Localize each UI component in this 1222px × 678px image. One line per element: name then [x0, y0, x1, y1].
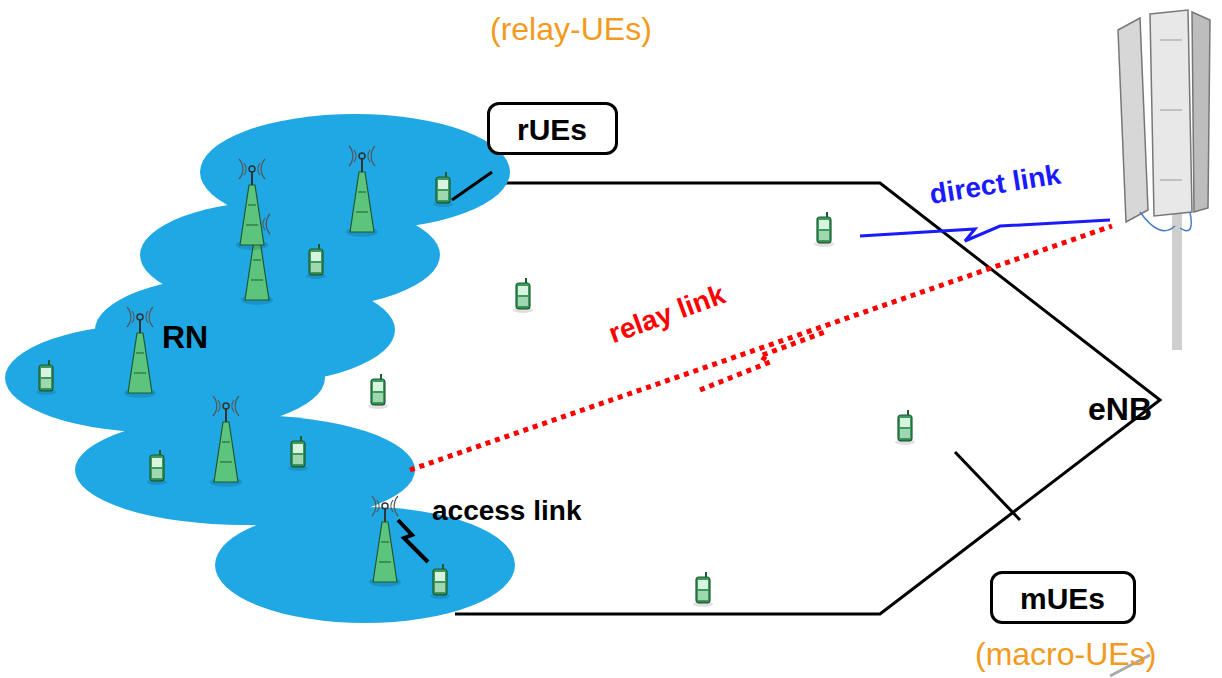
callout-pointer — [955, 452, 1020, 520]
callout-box: rUEs — [487, 102, 618, 155]
relay-link-zigzag — [700, 332, 825, 390]
relay-cells — [5, 114, 515, 623]
relay-node — [369, 496, 401, 587]
node-label: RN — [162, 320, 208, 355]
relay-node — [124, 307, 156, 398]
callout-text: rUEs — [517, 113, 588, 146]
user-equipment — [36, 172, 915, 607]
group-caption: (relay-UEs) — [490, 12, 652, 47]
group-caption: (macro-UEs) — [975, 637, 1156, 672]
enb-antenna — [1118, 10, 1210, 350]
relay-node — [346, 146, 378, 237]
callout-box: mUEs — [990, 571, 1136, 624]
relay-node — [236, 159, 268, 250]
node-label: eNB — [1088, 392, 1152, 427]
relay-link-line — [410, 226, 1112, 470]
callout-text: mUEs — [1020, 582, 1106, 615]
access-link-line — [398, 520, 428, 562]
link-label: relay link — [605, 279, 730, 349]
callout-pointer — [452, 172, 492, 200]
link-label: direct link — [928, 159, 1063, 210]
relay-node — [210, 396, 242, 487]
link-label: access link — [432, 496, 581, 527]
